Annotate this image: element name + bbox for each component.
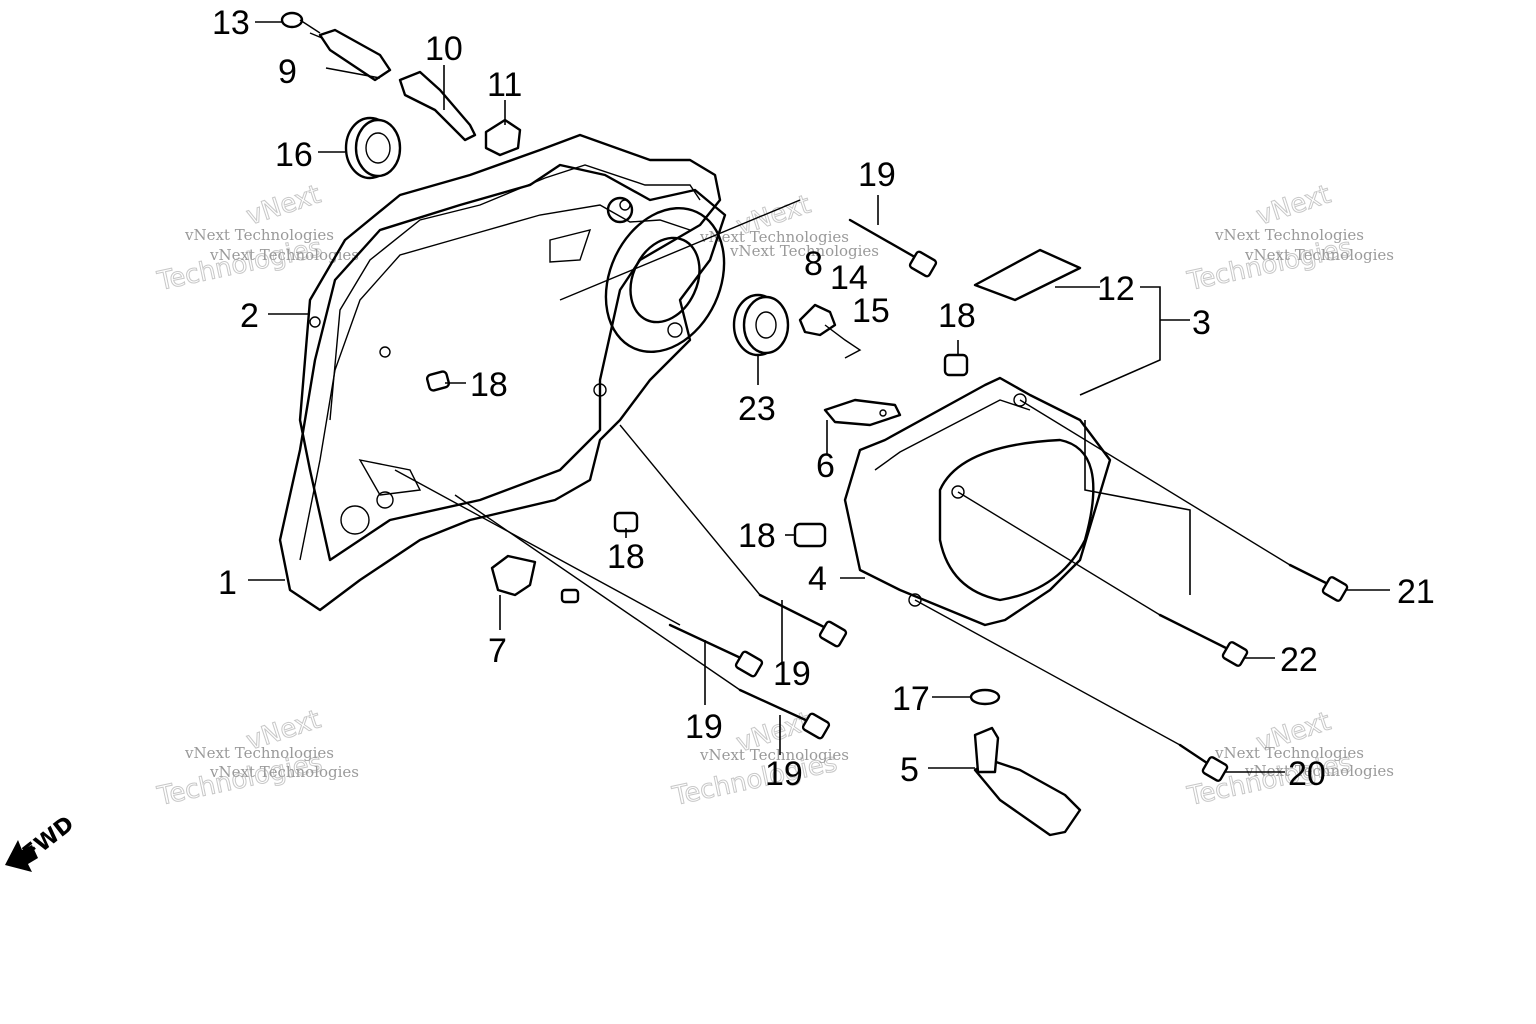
part-12-label-plate — [973, 248, 1082, 302]
part-9-shift-arm — [309, 28, 392, 82]
part-11-collar — [484, 118, 522, 157]
bolt-20 — [1178, 743, 1229, 782]
callout-20: 20 — [1288, 755, 1326, 793]
watermark-text: vNext Technologies — [1214, 226, 1364, 244]
bolt-22 — [1158, 613, 1249, 667]
callout-1: 1 — [218, 564, 237, 602]
watermark-text: vNext Technologies — [729, 242, 879, 260]
assembly-lines — [299, 19, 1291, 746]
leader-lines — [248, 21, 1390, 773]
callout-18b: 18 — [607, 538, 645, 576]
part-7-clamp — [490, 554, 537, 597]
callout-8: 8 — [804, 245, 823, 283]
callout-19b: 19 — [773, 655, 811, 693]
callout-19c: 19 — [685, 708, 723, 746]
part-6-plate — [823, 398, 902, 427]
callout-10: 10 — [425, 30, 463, 68]
watermark-text: vNext Technologies — [209, 246, 359, 264]
arrow-icon — [5, 840, 38, 872]
watermark-top-left: vNext Technologies vNext Technologies vN… — [154, 179, 359, 297]
watermark-text: vNext — [1253, 180, 1335, 232]
part-1-crankcase-cover — [278, 163, 727, 612]
callout-18d: 18 — [938, 297, 976, 335]
callout-13: 13 — [212, 4, 250, 42]
callout-23: 23 — [738, 390, 776, 428]
callout-12: 12 — [1097, 270, 1135, 308]
part-17-o-ring — [969, 688, 1001, 706]
part-23-bearing — [732, 293, 790, 357]
watermark-text: vNext Technologies — [1244, 246, 1394, 264]
fwd-direction-indicator: FWD — [5, 812, 79, 872]
watermark-text: vNext Technologies — [209, 763, 359, 781]
watermark-top-center: vNext vNext Technologies vNext Technolog… — [699, 189, 879, 260]
callout-18a: 18 — [470, 366, 508, 404]
callout-7: 7 — [488, 632, 507, 670]
watermark-text: vNext — [243, 180, 325, 232]
callout-6: 6 — [816, 447, 835, 485]
callouts: 13 9 10 11 16 2 18 1 7 18 18 19 8 14 15 … — [212, 4, 1435, 793]
callout-16: 16 — [275, 136, 313, 174]
watermark-text: vNext Technologies — [184, 226, 334, 244]
watermark-text: vNext Technologies — [699, 746, 849, 764]
part-18-dowel-a — [425, 370, 451, 392]
part-18-dowel-c — [793, 522, 827, 548]
part-16-oil-seal — [344, 116, 402, 180]
part-8-clip — [798, 303, 862, 359]
part-2-gasket — [298, 133, 722, 562]
callout-9: 9 — [278, 53, 297, 91]
callout-11: 11 — [487, 66, 522, 104]
watermark-bottom-left: vNext Technologies vNext Technologies vN… — [154, 704, 359, 812]
callout-14: 14 — [830, 259, 868, 297]
part-13-washer — [280, 11, 304, 29]
callout-4: 4 — [808, 560, 827, 598]
watermark-text: vNext Technologies — [184, 744, 334, 762]
bolt-19-middle — [758, 593, 848, 648]
watermark-text: vNext Technologies — [699, 228, 849, 246]
callout-22: 22 — [1280, 641, 1318, 679]
bolt-19-top — [848, 218, 938, 278]
bolt-19-lower-a — [668, 623, 764, 678]
callout-15: 15 — [852, 292, 890, 330]
callout-19a: 19 — [858, 156, 896, 194]
part-18-dowel-d — [943, 353, 969, 377]
part-10-spindle — [398, 70, 477, 142]
bolt-19-lower-b — [738, 688, 831, 740]
screw-small — [560, 588, 580, 604]
callout-2: 2 — [240, 297, 259, 335]
callout-5: 5 — [900, 751, 919, 789]
watermark-text: vNext Technologies — [1244, 762, 1394, 780]
callout-18c: 18 — [738, 517, 776, 555]
watermark-text: vNext Technologies — [1214, 744, 1364, 762]
part-5-pedal — [973, 726, 1082, 837]
callout-21: 21 — [1397, 573, 1435, 611]
part-3-cover — [843, 376, 1112, 627]
callout-17: 17 — [892, 680, 930, 718]
fwd-label: FWD — [18, 812, 79, 867]
callout-3: 3 — [1192, 304, 1211, 342]
callout-19d: 19 — [765, 755, 803, 793]
watermark-top-right: vNext Technologies vNext Technologies vN… — [1184, 179, 1394, 297]
bolt-21 — [1288, 563, 1349, 602]
